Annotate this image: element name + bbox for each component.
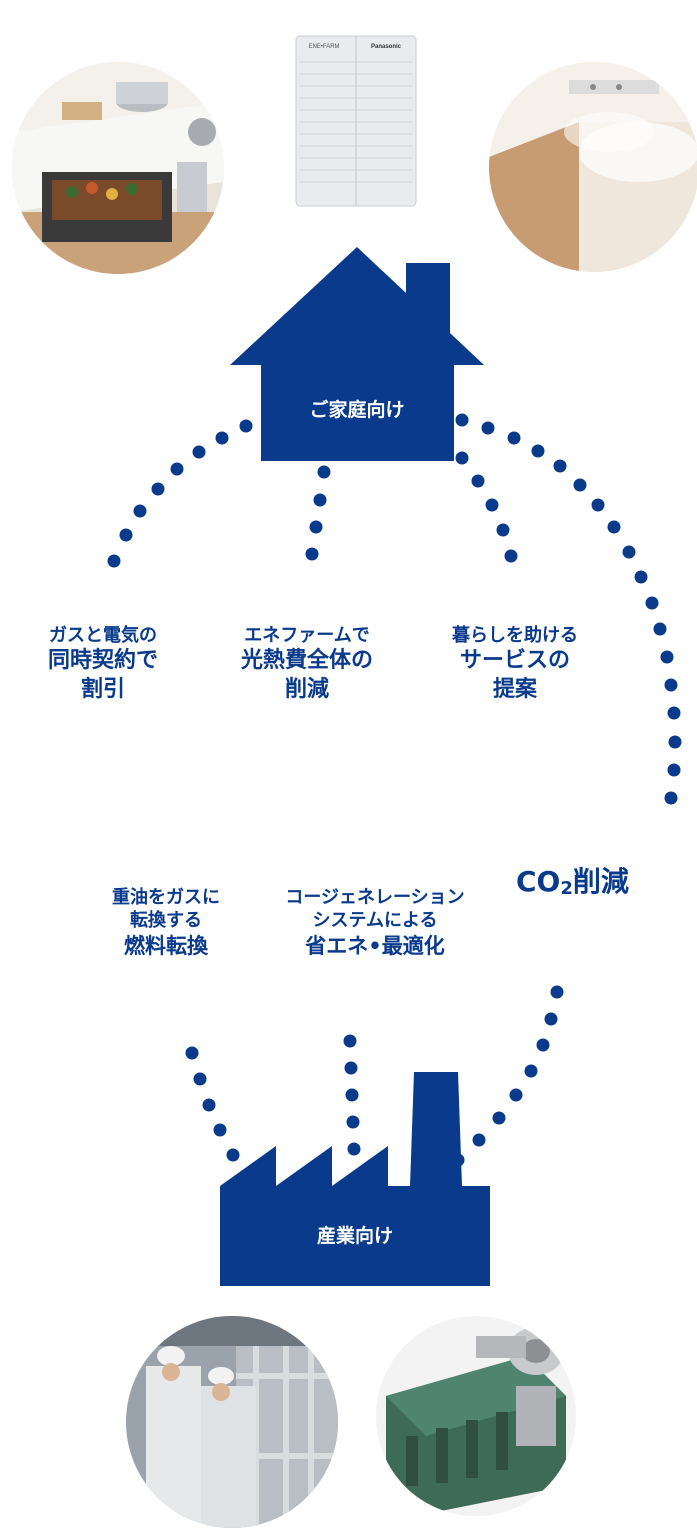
caption-line: ガスと電気の: [49, 625, 157, 646]
caption-line: 省エネ•最適化: [305, 933, 445, 958]
caption-line: 重油をガスに: [112, 887, 220, 908]
fuelcell-brand-right: Panasonic: [371, 44, 402, 50]
gas-engine-photo: [376, 1316, 576, 1516]
home-label: ご家庭向け: [309, 399, 405, 421]
caption-line: サービスの: [459, 648, 570, 674]
caption-line: 光熱費全体の: [240, 648, 373, 674]
caption-line: システムによる: [312, 910, 438, 932]
caption-line: 暮らしを助ける: [452, 625, 578, 646]
caption-fuel-conversion: 重油をガスに 転換する 燃料転換: [82, 886, 250, 960]
home-house-shape: ご家庭向け: [228, 245, 486, 463]
fuel-cell-unit-photo: ENE•FARM Panasonic: [294, 34, 418, 208]
caption-line: 提案: [492, 676, 537, 702]
caption-line: 割引: [80, 676, 125, 702]
fuelcell-brand-left: ENE•FARM: [308, 44, 339, 50]
caption-line: 削減: [284, 676, 329, 702]
caption-cogeneration: コージェネレーション システムによる 省エネ•最適化: [262, 886, 488, 960]
co2-reduction-label: CO2削減: [516, 860, 676, 900]
caption-line: 同時契約で: [47, 648, 158, 674]
industry-label: 産業向け: [316, 1225, 393, 1247]
plant-workers-photo: [126, 1316, 338, 1528]
caption-lifestyle-services: 暮らしを助ける サービスの 提案: [420, 624, 610, 705]
caption-line: エネファームで: [244, 625, 370, 646]
caption-enefarm-reduction: エネファームで 光熱費全体の 削減: [212, 624, 402, 705]
co2-prefix: CO: [516, 865, 561, 898]
caption-line: コージェネレーション: [285, 887, 465, 908]
co2-subscript: 2: [560, 878, 573, 899]
bathroom-mist-photo: [489, 62, 697, 272]
industry-factory-shape: 産業向け: [218, 1068, 492, 1288]
co2-suffix: 削減: [572, 865, 629, 898]
caption-line: 燃料転換: [124, 933, 208, 958]
caption-line: 転換する: [130, 910, 202, 932]
caption-gas-electric-discount: ガスと電気の 同時契約で 割引: [18, 624, 188, 705]
